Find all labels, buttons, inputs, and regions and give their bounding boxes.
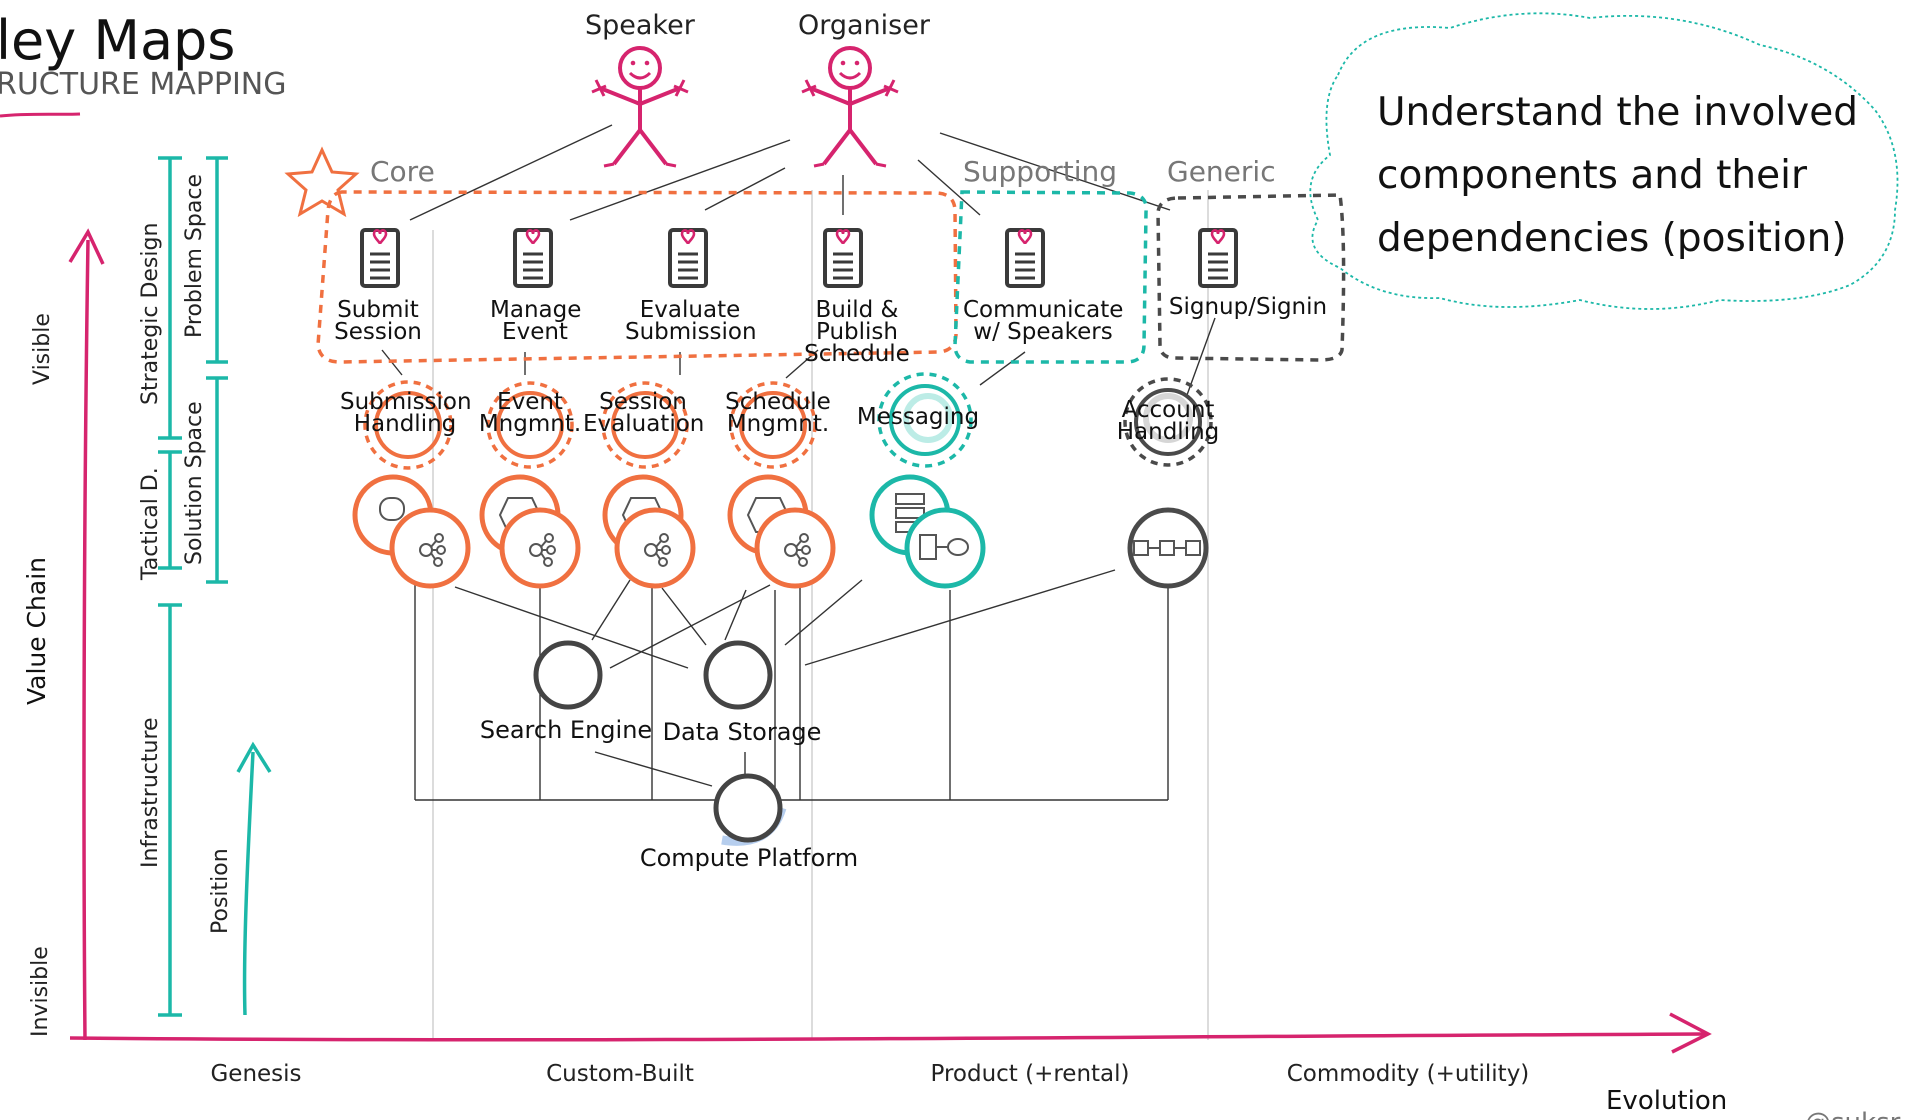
title-underline [0, 112, 81, 118]
category-supporting-label: Supporting [963, 155, 1117, 188]
signup-doc-icon [1198, 228, 1238, 288]
need-build-publish-schedule: Build & Publish Schedule [804, 297, 910, 367]
credit-handle: @suksr [1805, 1110, 1900, 1120]
subdomain-event-management: Event Mngmnt. [478, 389, 582, 437]
subdomain-circles [363, 372, 1213, 470]
search-engine-node [533, 640, 603, 710]
compute-platform-node [713, 773, 783, 843]
value-chain-axis [68, 228, 105, 1041]
evaluate-submission-doc-icon [668, 228, 708, 288]
manage-event-doc-icon [513, 228, 553, 288]
search-engine-label: Search Engine [479, 716, 653, 744]
invisible-label: Invisible [28, 946, 53, 1037]
evolution-grid [432, 190, 1209, 1040]
page-subtitle: RUCTURE MAPPING [0, 67, 287, 102]
evolution-custom-built-label: Custom-Built [546, 1061, 694, 1087]
category-generic-label: Generic [1167, 155, 1276, 188]
need-manage-event: Manage Event [490, 297, 582, 345]
subdomain-account-handling: Account Handling [1116, 397, 1220, 445]
subdomain-submission-handling: Submission Handling [340, 389, 472, 437]
note-line-1: Understand the involved [1377, 90, 1858, 135]
build-schedule-doc-icon [823, 228, 863, 288]
subdomain-session-evaluation: Session Evaluation [583, 389, 705, 437]
core-boundary [316, 190, 958, 364]
tactical-design-label: Tactical D. [138, 467, 163, 580]
subdomain-schedule-management: Schedule Mngmnt. [725, 389, 831, 437]
evolution-product-label: Product (+rental) [930, 1061, 1130, 1087]
data-storage-node [703, 640, 773, 710]
speaker-stick-figure [590, 46, 690, 168]
visible-label: Visible [30, 313, 55, 385]
problem-space-label: Problem Space [182, 174, 207, 338]
evolution-axis-label: Evolution [1606, 1086, 1728, 1116]
bounded-contexts-front [389, 507, 1209, 589]
communicate-doc-icon [1005, 228, 1045, 288]
messaging-pipeline-icon [919, 534, 969, 560]
page-title: ley Maps [0, 9, 236, 72]
note-cloud [1309, 12, 1899, 310]
dependency-lines [381, 124, 1216, 801]
messaging-highlight [903, 393, 953, 443]
note-line-2: components and their [1377, 153, 1807, 198]
evolution-axis [69, 1012, 1712, 1054]
position-label: Position [208, 848, 233, 934]
account-pipeline-icon [1133, 540, 1201, 556]
actor-speaker-label: Speaker [585, 10, 695, 41]
compute-platform-label: Compute Platform [639, 844, 859, 872]
strategic-design-label: Strategic Design [138, 222, 163, 405]
generic-boundary [1156, 193, 1346, 362]
account-highlight [1143, 393, 1193, 443]
evolution-commodity-label: Commodity (+utility) [1286, 1061, 1530, 1087]
data-storage-label: Data Storage [662, 718, 822, 746]
need-evaluate-submission: Evaluate Submission [625, 297, 757, 345]
solution-space-label: Solution Space [182, 401, 207, 565]
evolution-genesis-label: Genesis [210, 1061, 302, 1087]
submit-session-doc-icon [360, 228, 400, 288]
left-brackets [158, 156, 272, 1017]
subdomain-messaging: Messaging [856, 404, 980, 430]
need-signup-signin: Signup/Signin [1168, 294, 1328, 320]
actor-organiser-label: Organiser [798, 10, 930, 41]
value-chain-label: Value Chain [22, 556, 51, 705]
infrastructure-label: Infrastructure [138, 717, 163, 868]
organiser-stick-figure [800, 46, 900, 168]
category-core-label: Core [370, 155, 435, 188]
supporting-boundary [953, 190, 1148, 364]
star-icon [284, 146, 360, 218]
need-communicate-speakers: Communicate w/ Speakers [963, 297, 1124, 345]
note-line-3: dependencies (position) [1377, 216, 1847, 261]
need-submit-session: Submit Session [334, 297, 422, 345]
subdomain-inner-circles [374, 384, 1202, 459]
